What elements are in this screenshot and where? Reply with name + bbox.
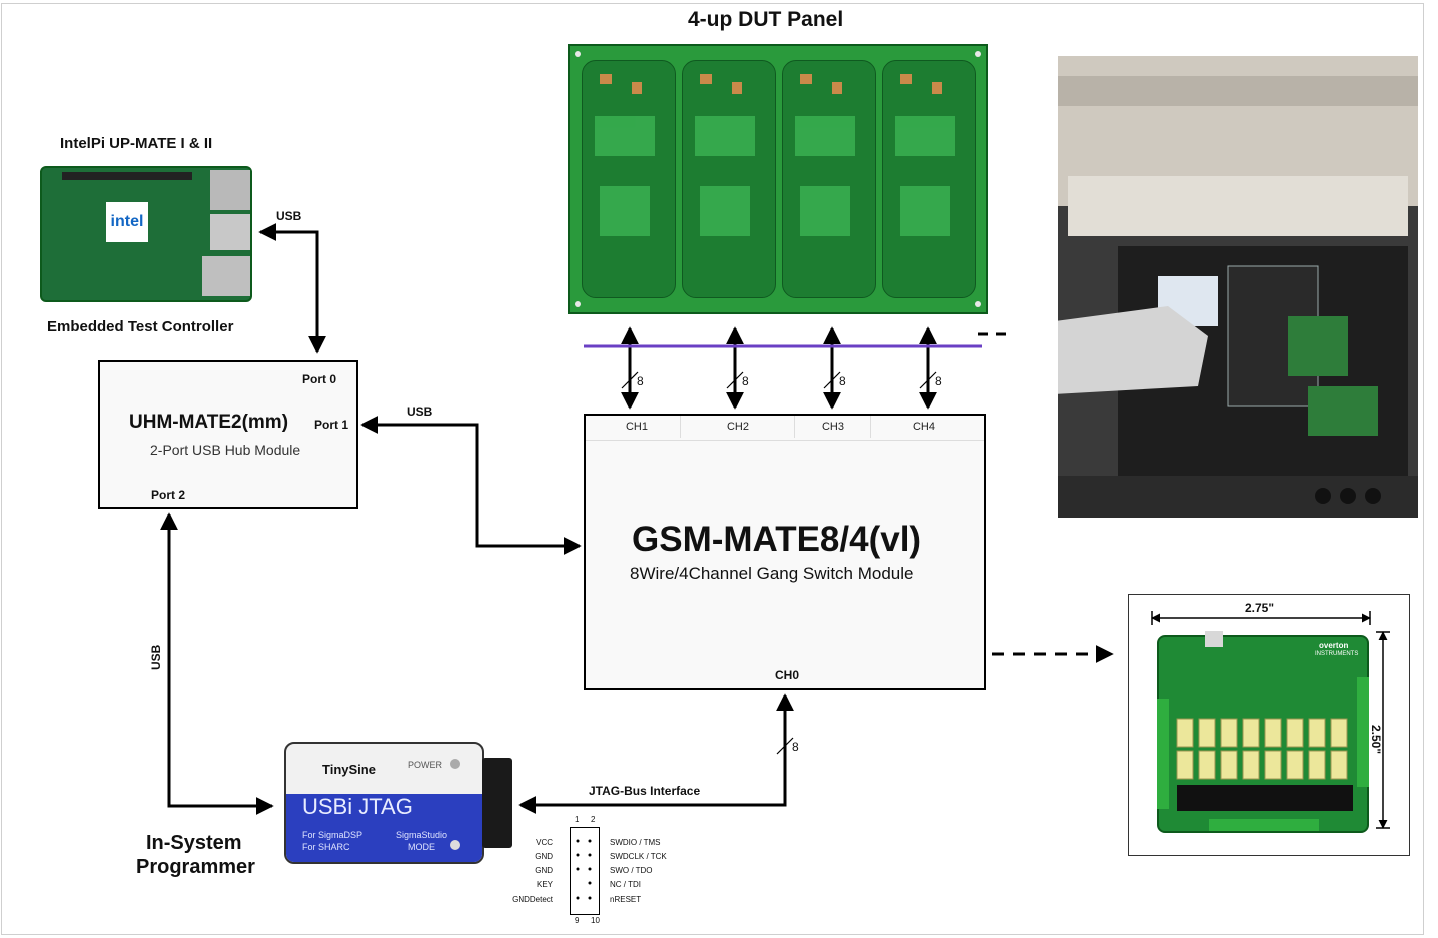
pin-number: 2: [591, 815, 596, 824]
hub-port-0: Port 0: [302, 372, 337, 386]
programmer-for-line1: For SigmaDSP: [302, 830, 363, 840]
channel-label-ch4: CH4: [912, 421, 935, 433]
pin-number: 9: [575, 916, 580, 925]
hub-port-1: Port 1: [314, 418, 349, 432]
pin-right-label: SWDIO / TMS: [610, 838, 661, 847]
board-brand: overton: [1319, 641, 1349, 650]
pin-dots: [576, 839, 592, 900]
pin-number: 10: [591, 916, 600, 925]
test-fixture-image: [1018, 56, 1418, 518]
test-fixture-drawing: [1018, 56, 1418, 518]
terminal-block-right: [1357, 677, 1369, 787]
usb-link-controller-hub: [258, 223, 326, 354]
bus-width-ch1: 8: [637, 374, 644, 388]
switch-subtitle: 8Wire/4Channel Gang Switch Module: [630, 564, 914, 583]
dut-board-4: [882, 60, 976, 298]
mode-button-icon: [450, 840, 460, 850]
programmer-power-label: POWER: [408, 760, 443, 770]
header-pins: [62, 172, 192, 180]
dut-board-2: [682, 60, 776, 298]
pin-left-label: VCC: [536, 838, 553, 847]
programmer-label-band: [286, 794, 482, 862]
usb-port: [202, 256, 250, 296]
pin-right-label: SWO / TDO: [610, 866, 653, 875]
bus-slash-ch4: [919, 371, 937, 389]
controller-title: IntelPi UP-MATE I & II: [60, 135, 213, 152]
hub-port-2: Port 2: [151, 488, 186, 502]
usb-hub-module: Port 0 UHM-MATE2(mm) Port 1 2-Port USB H…: [98, 360, 358, 509]
bus-width-ch2: 8: [742, 374, 749, 388]
bus-slash-ch2: [726, 371, 744, 389]
bus-slash-ch0: [776, 737, 794, 755]
switch-ch0-label: CH0: [775, 668, 800, 682]
programmer-for-line2: For SHARC: [302, 842, 350, 852]
usb-link-label-port1: USB: [407, 405, 433, 419]
programmer-image: TinySine POWER USBi JTAG For SigmaDSP Fo…: [284, 742, 516, 864]
pin-left-label: GNDDetect: [512, 895, 553, 904]
dut-panel-image: [568, 44, 988, 314]
usb-link-label-controller: USB: [276, 209, 302, 223]
relay-array: [1176, 718, 1348, 780]
bus-slash-ch1: [621, 371, 639, 389]
pin-right-label: NC / TDI: [610, 880, 641, 889]
usb-connector: [1205, 631, 1223, 647]
diagram-frame: [1, 3, 1424, 935]
dut-panel-title: 4-up DUT Panel: [688, 8, 844, 31]
intel-logo-text: intel: [110, 213, 144, 230]
dut-panel-detail: [575, 51, 981, 307]
usb-port: [210, 214, 250, 250]
programmer-caption-line2: Programmer: [136, 856, 255, 878]
jtag-link: [518, 693, 794, 814]
switch-board-image: overton INSTRUMENTS: [1157, 631, 1369, 833]
programmer-body: TinySine POWER USBi JTAG For SigmaDSP Fo…: [284, 742, 484, 864]
programmer-studio: SigmaStudio: [396, 830, 448, 840]
dut-board-3: [782, 60, 876, 298]
power-led-icon: [450, 759, 460, 769]
gang-switch-module: CH1 CH2 CH3 CH4 GSM-MATE8/4(vl) 8Wire/4C…: [584, 414, 986, 690]
pin-right-label: nRESET: [610, 895, 642, 904]
channel-label-ch2: CH2: [682, 416, 795, 438]
pin-header-outline: [570, 827, 600, 915]
channel-header-row: CH1 CH2 CH3 CH4: [586, 416, 984, 441]
channel-label-ch3: CH3: [796, 416, 871, 438]
ribbon-header: [1177, 785, 1353, 811]
terminal-block-bottom: [1209, 819, 1319, 831]
channel-label-ch1: CH1: [594, 416, 681, 438]
dut-board-1: [582, 60, 676, 298]
embedded-controller-image: intel: [40, 166, 252, 302]
pin-left-label: GND: [535, 852, 553, 861]
usb-link-hub-switch: [360, 416, 582, 555]
jtag-pinout: 1 2 9 10 VCC GND GND KEY GNDDetect SWDIO…: [505, 815, 685, 930]
programmer-caption-line1: In-System: [146, 832, 242, 854]
hub-title: UHM-MATE2(mm): [129, 412, 289, 433]
bus-width-ch3: 8: [839, 374, 846, 388]
switch-title: GSM-MATE8/4(vl): [632, 520, 922, 559]
pin-right-label: SWDCLK / TCK: [610, 852, 667, 861]
bus-width-ch0: 8: [792, 740, 799, 754]
board-brand-sub: INSTRUMENTS: [1315, 651, 1359, 657]
bus-width-ch4: 8: [935, 374, 942, 388]
programmer-connector: [482, 758, 512, 848]
ethernet-port: [210, 170, 250, 210]
controller-caption: Embedded Test Controller: [47, 318, 234, 335]
programmer-mode: MODE: [408, 842, 435, 852]
pin-left-label: GND: [535, 866, 553, 875]
switch-board-panel: 2.75" 2.50" overton INSTRUMENTS: [1128, 594, 1410, 856]
intel-chip: intel: [106, 202, 148, 242]
programmer-product: USBi JTAG: [302, 794, 413, 819]
terminal-block-left: [1157, 699, 1169, 809]
usb-link-hub-programmer: [160, 512, 274, 815]
board-width-label: 2.75": [1245, 601, 1275, 615]
pin-number: 1: [575, 815, 580, 824]
pin-left-label: KEY: [536, 880, 553, 889]
programmer-brand: TinySine: [322, 762, 376, 777]
bus-slash-ch3: [823, 371, 841, 389]
hub-subtitle: 2-Port USB Hub Module: [150, 442, 301, 458]
